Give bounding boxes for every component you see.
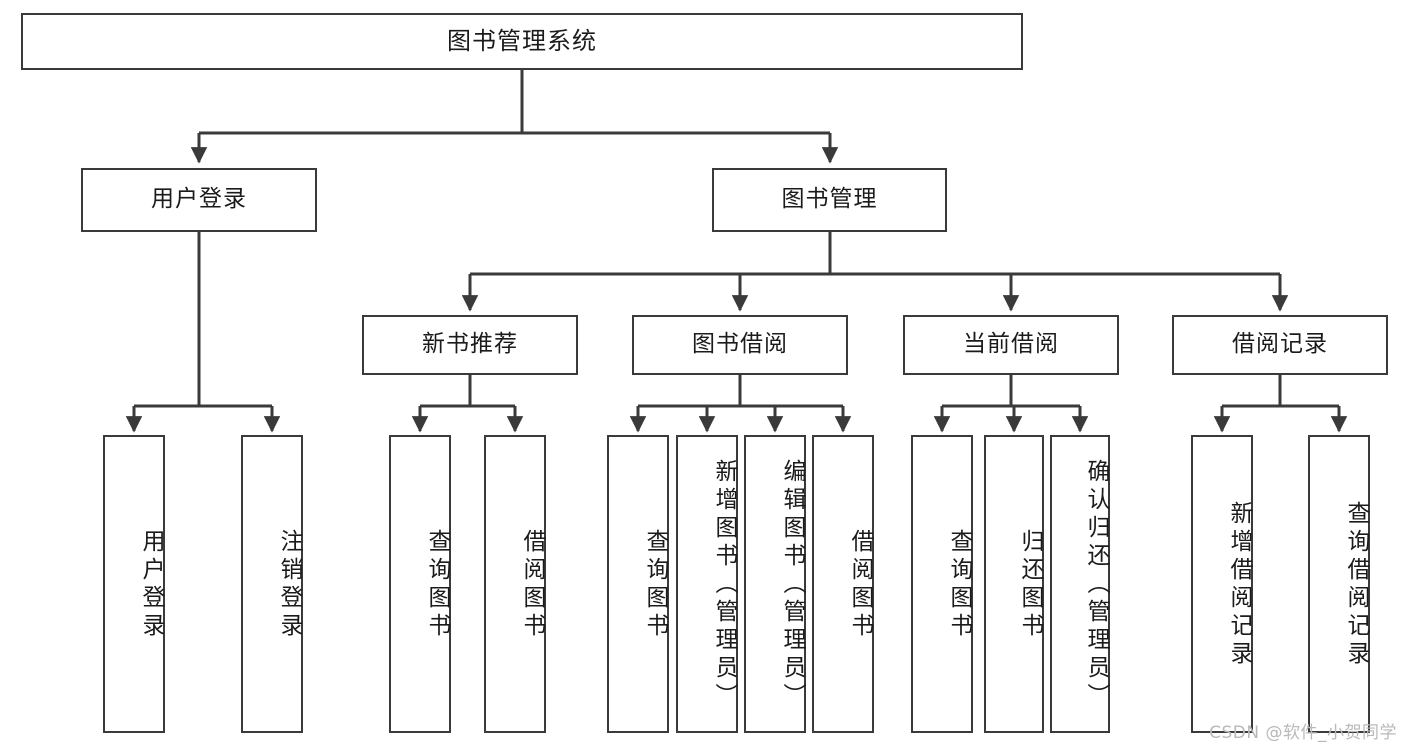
node-label: 查询借阅记录 (1343, 501, 1369, 669)
node-label: 借阅图书 (519, 529, 545, 641)
node-label: 图书借阅 (692, 331, 788, 358)
node-label: 编辑图书（管理员） (779, 459, 805, 711)
leaf-user-login-login[interactable]: 用户登录 (103, 435, 165, 733)
node-label: 图书管理系统 (447, 27, 597, 56)
node-label: 查询图书 (642, 529, 668, 641)
leaf-new-book-query-book[interactable]: 查询图书 (389, 435, 451, 733)
node-label: 确认归还（管理员） (1083, 459, 1109, 711)
leaf-borrow-record-add-record[interactable]: 新增借阅记录 (1191, 435, 1253, 733)
node-root-book-management-system[interactable]: 图书管理系统 (21, 13, 1023, 70)
node-current-borrow[interactable]: 当前借阅 (903, 315, 1119, 375)
node-label: 图书管理 (781, 186, 878, 213)
node-label: 新书推荐 (422, 331, 518, 358)
leaf-current-borrow-query-book[interactable]: 查询图书 (911, 435, 973, 733)
node-borrow-record[interactable]: 借阅记录 (1172, 315, 1388, 375)
node-book-management[interactable]: 图书管理 (712, 168, 947, 232)
node-book-borrow[interactable]: 图书借阅 (632, 315, 848, 375)
node-label: 借阅记录 (1232, 331, 1328, 358)
node-label: 新增借阅记录 (1226, 501, 1252, 669)
leaf-current-borrow-confirm-return-admin[interactable]: 确认归还（管理员） (1050, 435, 1110, 733)
leaf-new-book-borrow-book[interactable]: 借阅图书 (484, 435, 546, 733)
leaf-user-login-logout[interactable]: 注销登录 (241, 435, 303, 733)
leaf-current-borrow-return-book[interactable]: 归还图书 (984, 435, 1044, 733)
leaf-book-borrow-add-book-admin[interactable]: 新增图书（管理员） (676, 435, 738, 733)
node-label: 当前借阅 (963, 331, 1059, 358)
leaf-book-borrow-edit-book-admin[interactable]: 编辑图书（管理员） (744, 435, 806, 733)
node-label: 归还图书 (1017, 529, 1043, 641)
node-label: 借阅图书 (847, 529, 873, 641)
csdn-watermark: CSDN @软件_小贺同学 (1209, 723, 1397, 743)
node-label: 用户登录 (138, 529, 164, 641)
leaf-book-borrow-query-book[interactable]: 查询图书 (607, 435, 669, 733)
node-label: 查询图书 (946, 529, 972, 641)
leaf-borrow-record-query-record[interactable]: 查询借阅记录 (1308, 435, 1370, 733)
node-new-book-recommend[interactable]: 新书推荐 (362, 315, 578, 375)
node-label: 查询图书 (424, 529, 450, 641)
leaf-book-borrow-borrow-book[interactable]: 借阅图书 (812, 435, 874, 733)
node-label: 新增图书（管理员） (711, 459, 737, 711)
node-label: 注销登录 (276, 529, 302, 641)
node-user-login[interactable]: 用户登录 (81, 168, 317, 232)
node-label: 用户登录 (151, 186, 247, 213)
